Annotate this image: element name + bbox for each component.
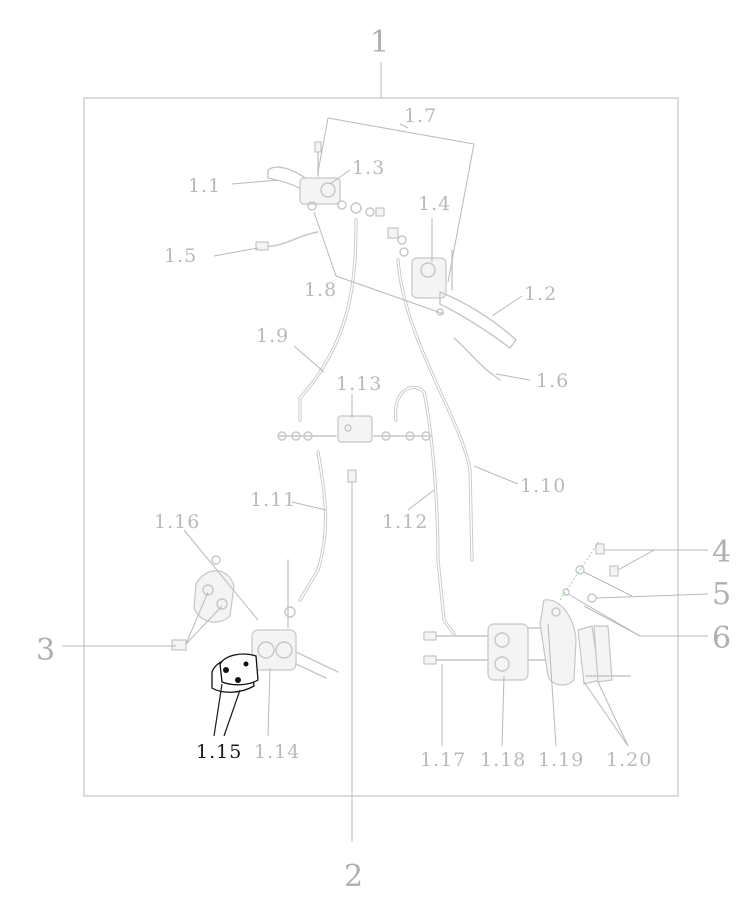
callout-1-19: 1.19 <box>538 749 584 771</box>
right-master-cylinder[interactable] <box>411 249 517 349</box>
callout-1-18: 1.18 <box>480 749 526 771</box>
right-banjo-bolts <box>423 631 489 665</box>
right-brake-pads[interactable] <box>577 625 631 685</box>
callout-1-10: 1.10 <box>520 475 566 497</box>
callout-1-4: 1.4 <box>418 193 451 215</box>
hose-1-10 <box>396 258 474 562</box>
hose-1-12 <box>393 385 456 636</box>
callout-1-15: 1.15 <box>196 741 242 763</box>
left-caliper[interactable] <box>251 559 339 679</box>
callout-labels: 1.7 1.3 1.1 1.4 1.5 1.8 1.2 1.9 1.6 1.13… <box>154 105 652 771</box>
right-caliper-bracket[interactable] <box>539 599 577 686</box>
hose-1-9 <box>298 218 358 422</box>
left-fittings <box>337 200 385 217</box>
callout-1-14: 1.14 <box>254 741 300 763</box>
callout-5: 5 <box>712 577 731 612</box>
callout-6: 6 <box>712 621 731 656</box>
right-switch-cable <box>453 337 501 381</box>
callout-1-6: 1.6 <box>536 370 569 392</box>
callout-1-1: 1.1 <box>188 175 221 197</box>
leader-1-15 <box>213 683 241 737</box>
left-caliper-bracket[interactable] <box>193 555 235 623</box>
bolt-3 <box>171 639 187 651</box>
group-label: 1 <box>370 25 389 60</box>
bolts-4-5-6 <box>559 539 619 603</box>
callout-3: 3 <box>36 633 55 668</box>
leader-lines <box>62 117 709 842</box>
callout-1-20: 1.20 <box>606 749 652 771</box>
left-brake-pads-highlighted[interactable] <box>211 653 259 693</box>
callout-1-9: 1.9 <box>256 325 289 347</box>
callout-1-5: 1.5 <box>164 245 197 267</box>
callout-1-16: 1.16 <box>154 511 200 533</box>
right-banjo-fitting <box>387 227 409 257</box>
callout-1-17: 1.17 <box>420 749 466 771</box>
callout-1-13: 1.13 <box>336 373 382 395</box>
callout-1-7: 1.7 <box>404 105 437 127</box>
right-caliper[interactable] <box>487 623 549 681</box>
brake-distributor[interactable] <box>277 415 433 483</box>
group-frame <box>83 97 679 797</box>
callout-1-11: 1.11 <box>250 489 296 511</box>
callout-1-12: 1.12 <box>382 511 428 533</box>
callout-4: 4 <box>712 535 731 570</box>
callout-1-2: 1.2 <box>524 283 557 305</box>
callout-1-8: 1.8 <box>304 279 337 301</box>
left-switch-plug <box>255 241 269 251</box>
callout-1-3: 1.3 <box>352 157 385 179</box>
callout-2: 2 <box>344 859 363 894</box>
hose-1-11 <box>298 450 328 602</box>
external-callout-labels: 4 5 6 3 2 <box>36 535 731 894</box>
left-master-cylinder[interactable] <box>267 141 341 211</box>
